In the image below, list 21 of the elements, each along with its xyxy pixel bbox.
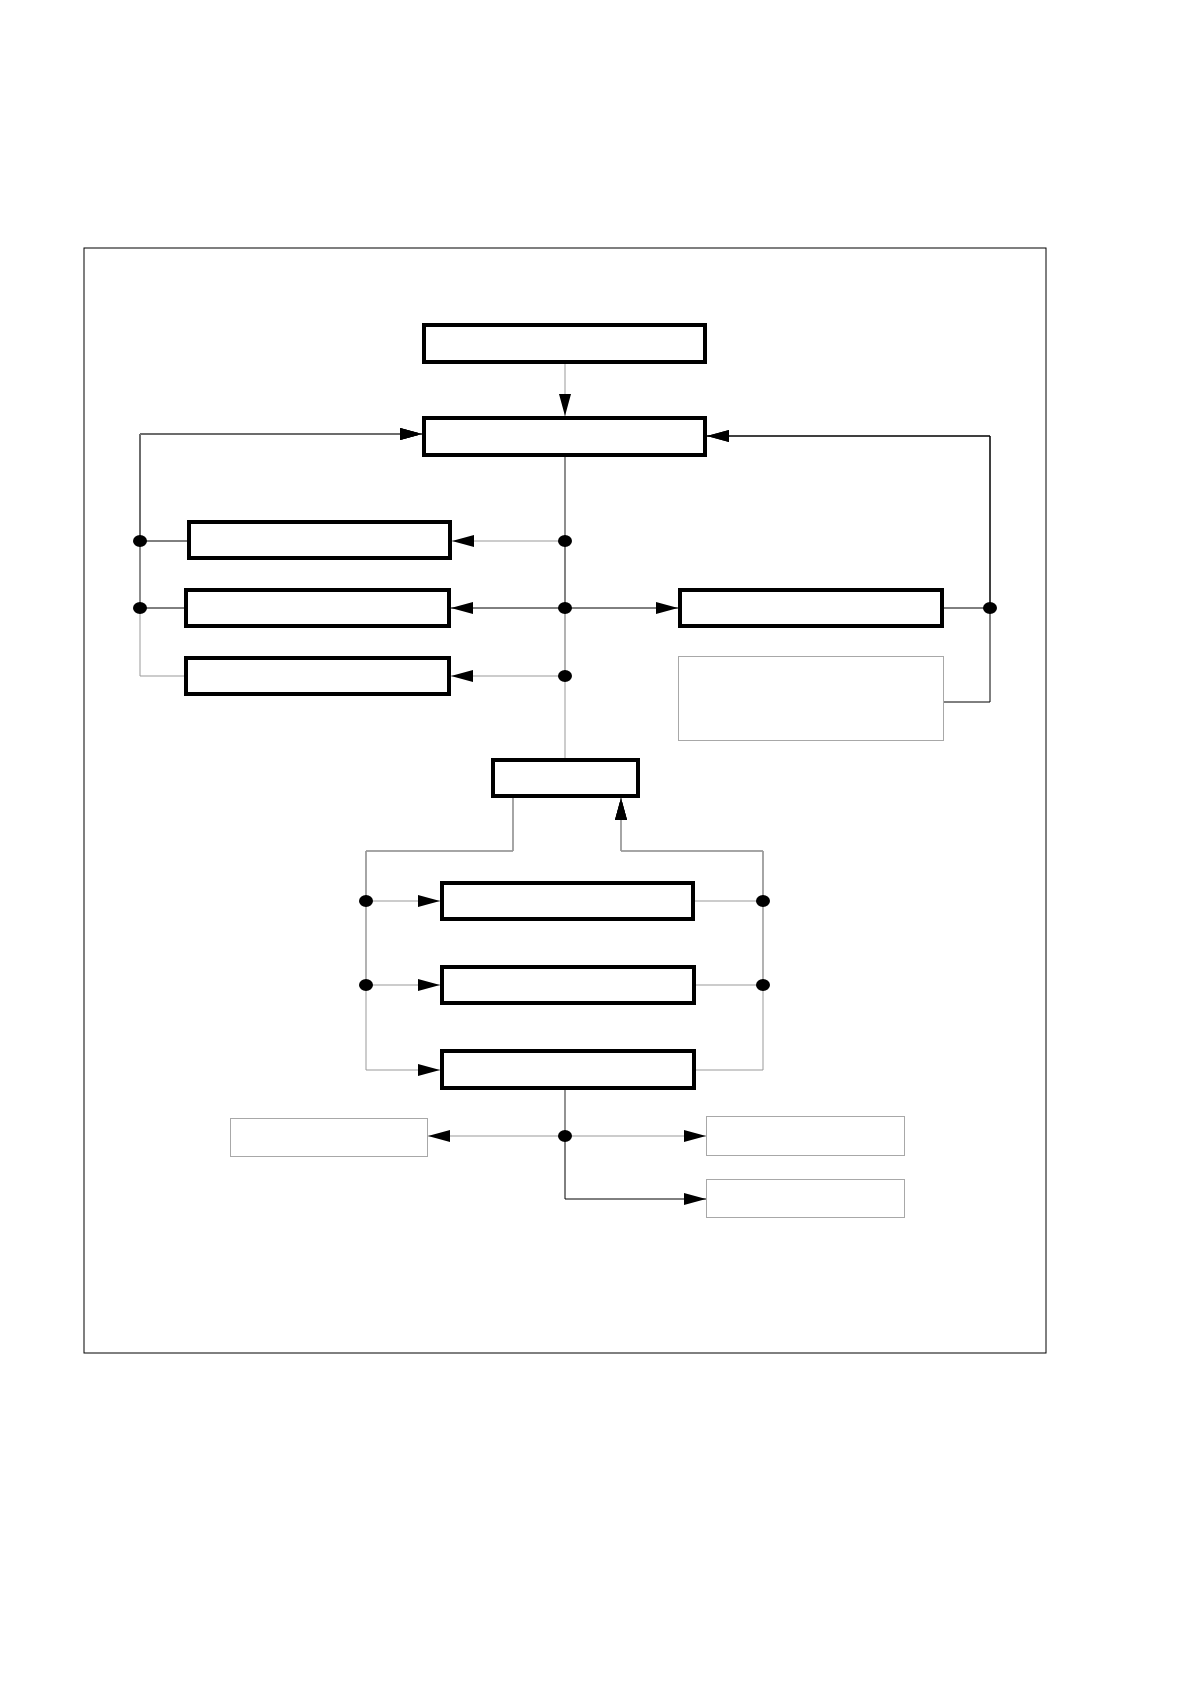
- empty-box: [230, 1118, 428, 1157]
- process-box: [422, 323, 707, 364]
- empty-box: [706, 1179, 905, 1218]
- process-box: [187, 520, 452, 560]
- arrow: [139, 428, 423, 677]
- arrow: [615, 797, 764, 1071]
- arrow: [564, 1089, 707, 1142]
- arrow: [365, 797, 514, 1076]
- process-box: [422, 416, 707, 457]
- process-box: [491, 758, 640, 798]
- process-box: [440, 1049, 696, 1090]
- process-box: [440, 965, 696, 1005]
- empty-box: [706, 1116, 905, 1156]
- process-box: [184, 588, 451, 628]
- process-box: [440, 881, 695, 921]
- process-box: [678, 588, 944, 628]
- process-box: [184, 656, 451, 696]
- connector-line: [564, 456, 566, 759]
- arrow: [559, 363, 571, 417]
- empty-box: [678, 656, 944, 741]
- arrow: [706, 430, 991, 703]
